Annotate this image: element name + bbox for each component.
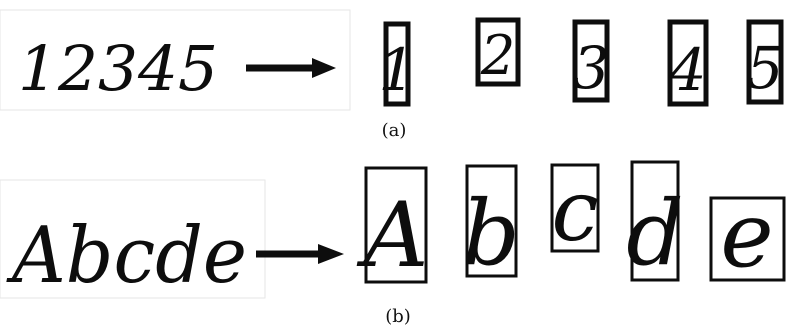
panel-a-char-2: 2	[475, 17, 521, 87]
panel-a: 12345 1 2 3 4 5 (a)	[0, 9, 784, 141]
panel-a-arrow-head	[312, 58, 336, 78]
panel-a-char-5-box	[746, 19, 784, 105]
panel-b-char-3-glyph: c	[551, 162, 598, 260]
panel-b-char-5-glyph: e	[720, 183, 773, 288]
panel-a-char-2-box	[475, 17, 521, 87]
panel-b-char-2-box	[465, 164, 518, 278]
panel-b-source-word: Abcde	[6, 211, 247, 301]
panel-a-char-2-glyph: 2	[480, 24, 515, 87]
panel-a-char-4-box	[667, 19, 709, 107]
panel-b-char-2-glyph: b	[462, 181, 520, 286]
panel-b-char-3-box	[550, 163, 600, 253]
panel-b-char-5: e	[709, 183, 786, 288]
panel-a-char-1-glyph: 1	[379, 36, 416, 104]
panel-b-char-1: A	[357, 166, 429, 288]
panel-b-char-5-box	[709, 196, 786, 282]
panel-b-char-4-box	[630, 160, 680, 282]
panel-b-char-4-glyph: d	[626, 181, 684, 286]
panel-a-char-3-glyph: 3	[573, 34, 610, 102]
panel-b: Abcde A b c d e (b)	[0, 160, 786, 327]
panel-b-source-border	[0, 179, 266, 299]
panel-a-arrow	[246, 58, 336, 78]
panel-b-char-3: c	[550, 162, 600, 260]
panel-b-char-2: b	[462, 164, 520, 286]
panel-a-char-1-box	[383, 21, 411, 107]
panel-a-char-5-glyph: 5	[747, 34, 784, 102]
panel-a-char-5: 5	[746, 19, 784, 105]
panel-b-char-1-glyph: A	[357, 183, 429, 288]
panel-a-char-4-glyph: 4	[669, 36, 707, 104]
panel-a-caption: (a)	[382, 120, 407, 141]
panel-b-char-1-box	[364, 166, 428, 284]
panel-b-arrow-head	[318, 244, 344, 264]
panel-b-char-4: d	[626, 160, 684, 286]
panel-a-char-4: 4	[667, 19, 709, 107]
panel-a-char-1: 1	[379, 21, 416, 107]
panel-b-caption: (b)	[385, 306, 411, 327]
panel-a-source-word: 12345	[18, 32, 218, 105]
panel-a-char-3: 3	[572, 19, 610, 103]
panel-b-arrow	[256, 244, 344, 264]
panel-a-source-border	[0, 9, 351, 111]
panel-a-char-3-box	[572, 19, 610, 103]
